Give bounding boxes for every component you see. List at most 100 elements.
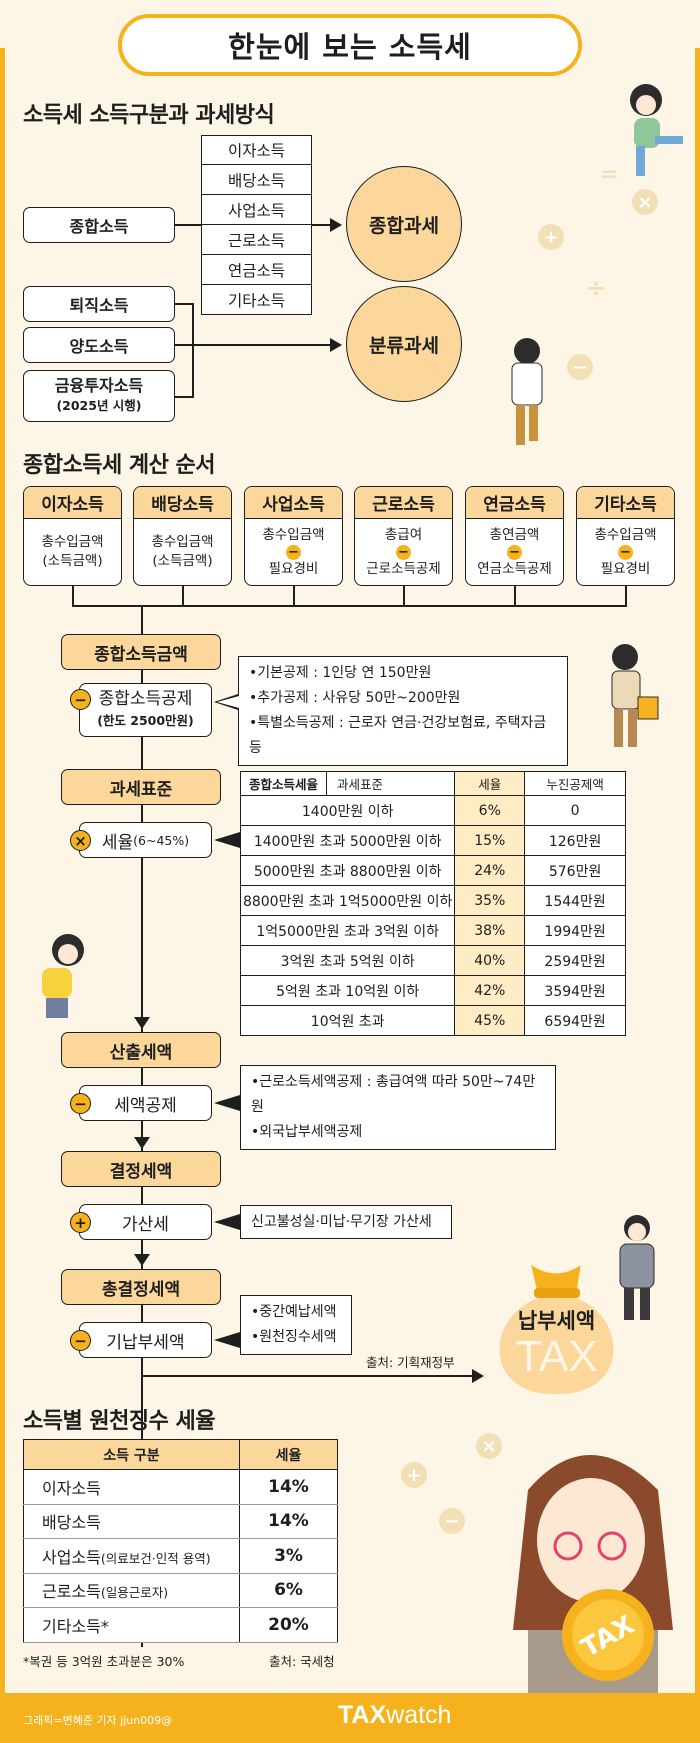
withholding-rate: 14% bbox=[239, 1504, 338, 1539]
progressive-deduction: 1994만원 bbox=[524, 915, 626, 946]
tax-bracket: 10억원 초과 bbox=[240, 1005, 455, 1036]
character-woman-holding-coin-icon bbox=[630, 84, 683, 176]
source-mofe: 출처: 기획재정부 bbox=[366, 1355, 455, 1370]
times-symbol-icon: × bbox=[632, 189, 658, 215]
income-type: 근로소득(일용근로자) bbox=[23, 1573, 240, 1608]
withholding-rate: 3% bbox=[239, 1538, 338, 1574]
tax-bracket: 1억5000만원 초과 3억원 이하 bbox=[240, 915, 455, 946]
minus-symbol-icon: − bbox=[567, 354, 593, 380]
income-card-line: 총수입금액 bbox=[41, 534, 104, 550]
tax-base: 과세표준 bbox=[61, 769, 221, 805]
income-card-line: 연금소득공제 bbox=[477, 560, 552, 577]
progressive-deduction: 576만원 bbox=[524, 855, 626, 886]
income-card-title: 연금소득 bbox=[466, 487, 563, 519]
progressive-deduction: 3594만원 bbox=[524, 975, 626, 1006]
equals-symbol-icon: = bbox=[599, 161, 619, 187]
deduction-notes: •기본공제 : 1인당 연 150만원 •추가공제 : 사유당 50만~200만… bbox=[238, 656, 568, 766]
rate-table-header: 세율 bbox=[454, 771, 526, 796]
income-card-body: 총수입금액−필요경비 bbox=[245, 519, 342, 585]
progressive-deduction: 6594만원 bbox=[524, 1005, 626, 1036]
times-op-icon: × bbox=[70, 830, 91, 851]
income-item: 사업소득 bbox=[201, 195, 312, 225]
withholding-header: 세율 bbox=[239, 1439, 338, 1470]
income-card-body: 총수입금액−필요경비 bbox=[577, 519, 674, 585]
comprehensive-deduction: 종합소득공제 (한도 2500만원) bbox=[79, 683, 212, 737]
character-thinking-woman-icon bbox=[42, 934, 84, 1018]
tax-rate: 24% bbox=[454, 855, 526, 886]
income-item: 연금소득 bbox=[201, 255, 312, 285]
income-type: 기타소득* bbox=[23, 1607, 240, 1643]
income-card-line: 총수입금액 bbox=[151, 534, 214, 550]
income-card-body: 총수입금액 (소득금액) bbox=[24, 519, 121, 585]
graphic-credit: 그래픽=변혜준 기자 jjun009@ bbox=[23, 1714, 173, 1727]
income-card-line: 근로소득공제 bbox=[366, 560, 441, 577]
income-card-line: (소득금액) bbox=[42, 553, 103, 569]
tax-credit: 세액공제 bbox=[79, 1085, 212, 1121]
comprehensive-income-box: 종합소득 bbox=[23, 207, 175, 243]
withholding-rate: 6% bbox=[239, 1573, 338, 1608]
tax-rate: 35% bbox=[454, 885, 526, 916]
table-row: 근로소득(일용근로자)6% bbox=[23, 1573, 338, 1608]
income-card-body: 총수입금액 (소득금액) bbox=[134, 519, 231, 585]
rate-table-title: 종합소득세율 bbox=[241, 772, 328, 795]
tax-rate: 42% bbox=[454, 975, 526, 1006]
penalty-tax: 가산세 bbox=[79, 1204, 212, 1240]
tax-bracket: 8800만원 초과 1억5000만원 이하 bbox=[240, 885, 455, 916]
income-item: 이자소득 bbox=[201, 135, 312, 165]
tax-bracket: 1400만원 이하 bbox=[240, 795, 455, 826]
minus-icon: − bbox=[618, 544, 633, 560]
brand-logo: TAXwatch bbox=[338, 1701, 452, 1729]
minus-icon: − bbox=[396, 544, 411, 560]
plus-op-icon: + bbox=[70, 1212, 91, 1233]
income-card-line: 총수입금액 bbox=[594, 526, 657, 543]
table-row: 기타소득*20% bbox=[23, 1607, 338, 1643]
prepaid-notes: •중간예납세액 •원천징수세액 bbox=[240, 1295, 352, 1355]
withholding-rate: 20% bbox=[239, 1607, 338, 1643]
page-frame bbox=[0, 48, 700, 1693]
income-card-title: 근로소득 bbox=[355, 487, 452, 519]
character-woman-with-tax-coin-icon bbox=[513, 1455, 673, 1693]
divide-symbol-icon: ÷ bbox=[585, 274, 607, 302]
income-type: 배당소득 bbox=[23, 1504, 240, 1539]
income-card-title: 이자소득 bbox=[24, 487, 121, 519]
section1-title: 소득세 소득구분과 과세방식 bbox=[23, 103, 275, 128]
comprehensive-tax-circle: 종합과세 bbox=[346, 166, 462, 282]
plus-symbol-icon: + bbox=[401, 1462, 427, 1488]
prepaid-tax: 기납부세액 bbox=[79, 1322, 212, 1358]
income-card-line: (소득금액) bbox=[152, 553, 213, 569]
minus-icon: − bbox=[286, 544, 301, 560]
withholding-header: 소득 구분 bbox=[23, 1439, 240, 1470]
minus-op-icon: − bbox=[70, 1330, 91, 1351]
income-card-line: 총수입금액 bbox=[262, 526, 325, 543]
money-bag-icon bbox=[499, 1264, 614, 1395]
tax-bracket: 5000만원 초과 8800만원 이하 bbox=[240, 855, 455, 886]
income-card-line: 총급여 bbox=[384, 526, 423, 543]
tax-bracket: 5억원 초과 10억원 이하 bbox=[240, 975, 455, 1006]
tax-bracket: 3억원 초과 5억원 이하 bbox=[240, 945, 455, 976]
retirement-income-box: 퇴직소득 bbox=[23, 286, 175, 322]
rate-table-header: 과세표준 bbox=[337, 777, 384, 792]
table-row: 사업소득(의료보건·인적 용역)3% bbox=[23, 1538, 338, 1574]
credit-notes: •근로소득세액공제 : 총급여액 따라 50만~74만원 •외국납부세액공제 bbox=[240, 1065, 556, 1150]
income-card-line: 필요경비 bbox=[268, 560, 319, 577]
rate-table-header: 누진공제액 bbox=[524, 771, 626, 796]
section3-title: 소득별 원천징수 세율 bbox=[23, 1409, 215, 1434]
income-item: 기타소득 bbox=[201, 285, 312, 315]
final-payment: 납부세액 bbox=[517, 1309, 596, 1333]
financial-investment-income-box: 금융투자소득 (2025년 시행) bbox=[23, 370, 175, 422]
income-card-title: 기타소득 bbox=[577, 487, 674, 519]
income-card-body: 총연금액−연금소득공제 bbox=[466, 519, 563, 585]
